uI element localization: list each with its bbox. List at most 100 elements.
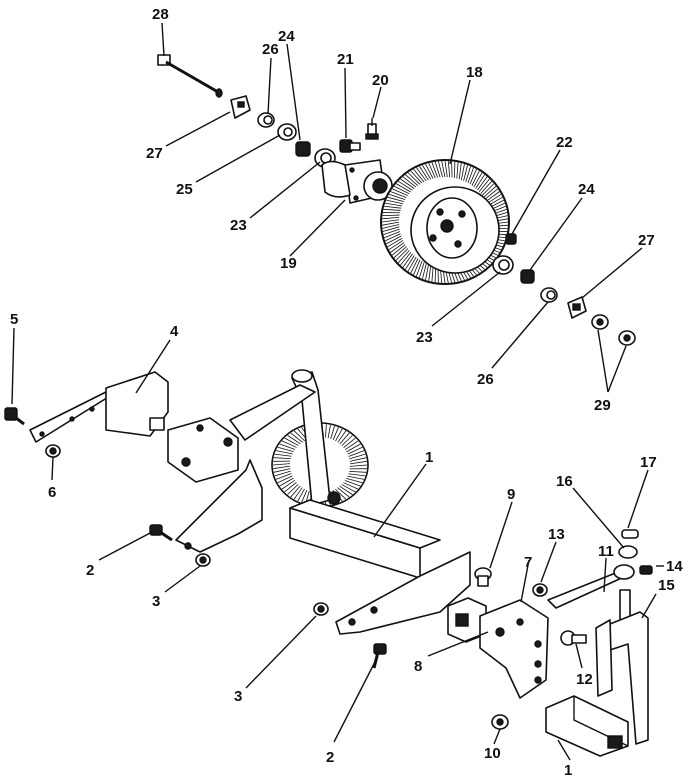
tire-tread-line [480, 180, 493, 194]
tire-tread-line [382, 224, 400, 229]
tire-tread-line [481, 183, 495, 196]
callout-16: 16 [556, 473, 573, 490]
tire-tread-line [274, 470, 291, 477]
tire-tread-line [290, 485, 301, 498]
tire-tread-line [410, 170, 423, 184]
tire-tread-line [419, 166, 429, 181]
part-14-fitting [639, 565, 653, 575]
part-24-nut-upper [295, 141, 311, 157]
tire-tread-line [444, 160, 448, 178]
part-22-nut [505, 233, 517, 245]
tire-tread-line [383, 231, 401, 239]
tire-tread-line [337, 487, 350, 498]
tire-tread-line [382, 226, 400, 232]
part-7-clamp [479, 599, 549, 699]
tire-tread-line [477, 176, 488, 191]
tire-tread-line [395, 183, 411, 193]
tire-tread-line [349, 470, 367, 473]
tire-tread-line [348, 473, 366, 477]
part-2-bolt-right [372, 643, 387, 669]
tire-tread-line [275, 473, 292, 480]
tire-tread-line [418, 262, 425, 278]
part-25-washer [277, 123, 297, 141]
tire-tread-line [293, 487, 303, 500]
tire-tread-line [344, 440, 359, 451]
callout-22: 22 [556, 134, 573, 151]
callout-26-lower: 26 [477, 371, 494, 388]
tire-tread-line [341, 435, 353, 447]
tire-tread-line [413, 168, 425, 183]
tire-tread-line [431, 162, 439, 178]
tire-tread-line [402, 176, 417, 188]
tire-tread-line [383, 208, 401, 211]
tire-tread-line [347, 446, 363, 455]
tire-tread-line [277, 475, 293, 484]
tire-tread-line [405, 174, 419, 186]
callout-25: 25 [176, 181, 193, 198]
part-2-bolt-left [149, 524, 173, 542]
tire-tread-line [475, 174, 485, 189]
callout-18: 18 [466, 64, 483, 81]
tire-tread-line [349, 453, 366, 460]
tire-tread-line [465, 166, 472, 182]
tire-tread-line [384, 205, 402, 209]
callout-4: 4 [170, 323, 179, 340]
tire-tread-line [327, 424, 331, 439]
callout-28: 28 [152, 6, 169, 23]
tire-tread-line [407, 172, 421, 185]
tire-tread-line [339, 432, 350, 445]
tire-tread-line [471, 170, 480, 186]
part-29-nuts [591, 314, 636, 346]
tire-tread-line [344, 480, 361, 487]
tire-tread-line [393, 185, 410, 195]
tire-tread-line [413, 259, 421, 275]
tire-tread-line [272, 463, 291, 466]
tire-tread-line [273, 468, 291, 473]
callout-7: 7 [524, 554, 532, 571]
tire-tread-line [483, 185, 497, 198]
upright-post [229, 369, 341, 506]
tire-tread-line [388, 240, 404, 251]
part-20-fitting [365, 118, 379, 140]
part-28-bolt [157, 54, 223, 98]
tire-tread-line [410, 258, 419, 274]
tire-tread-line [395, 248, 409, 261]
tire-tread-line [382, 217, 400, 220]
tire-tread-line [335, 428, 343, 442]
part-10-nut [491, 714, 509, 730]
tire-tread-line [428, 264, 432, 281]
tire-tread-line [387, 196, 405, 203]
tire-tread-line [274, 453, 292, 457]
tire-tread-line [416, 260, 423, 277]
part-9-bolt [474, 567, 492, 587]
callout-27-lower: 27 [638, 232, 655, 249]
part-1-frame [175, 459, 471, 635]
tire-tread-line [281, 479, 296, 490]
callout-3-lower: 3 [234, 688, 242, 705]
tire-tread-line [416, 167, 427, 182]
tire-tread-line [384, 233, 401, 242]
part-1-lower-tube [545, 695, 629, 757]
callout-6: 6 [48, 484, 56, 501]
callout-17: 17 [640, 454, 657, 471]
tire-tread-line [388, 193, 406, 200]
part-27-plate-upper [230, 95, 251, 119]
tire-tread-line [383, 228, 400, 236]
tire-tread-line [346, 443, 361, 453]
callout-10: 10 [484, 745, 501, 762]
part-27-plate-lower [567, 296, 587, 319]
callout-13: 13 [548, 526, 565, 543]
part-13-nut [532, 583, 548, 597]
tire-tread-line [347, 475, 365, 480]
tire-tread-line [301, 490, 308, 503]
tire-tread-line [386, 199, 404, 205]
callout-1-upper: 1 [425, 449, 433, 466]
tire-tread-line [400, 251, 412, 266]
tire-tread-line [392, 188, 408, 197]
part-19-hub [321, 159, 393, 204]
tire-tread-line [349, 457, 367, 462]
tire-tread-line [332, 427, 339, 440]
part-12-bolt [560, 630, 587, 646]
part-21-stud [339, 139, 361, 153]
